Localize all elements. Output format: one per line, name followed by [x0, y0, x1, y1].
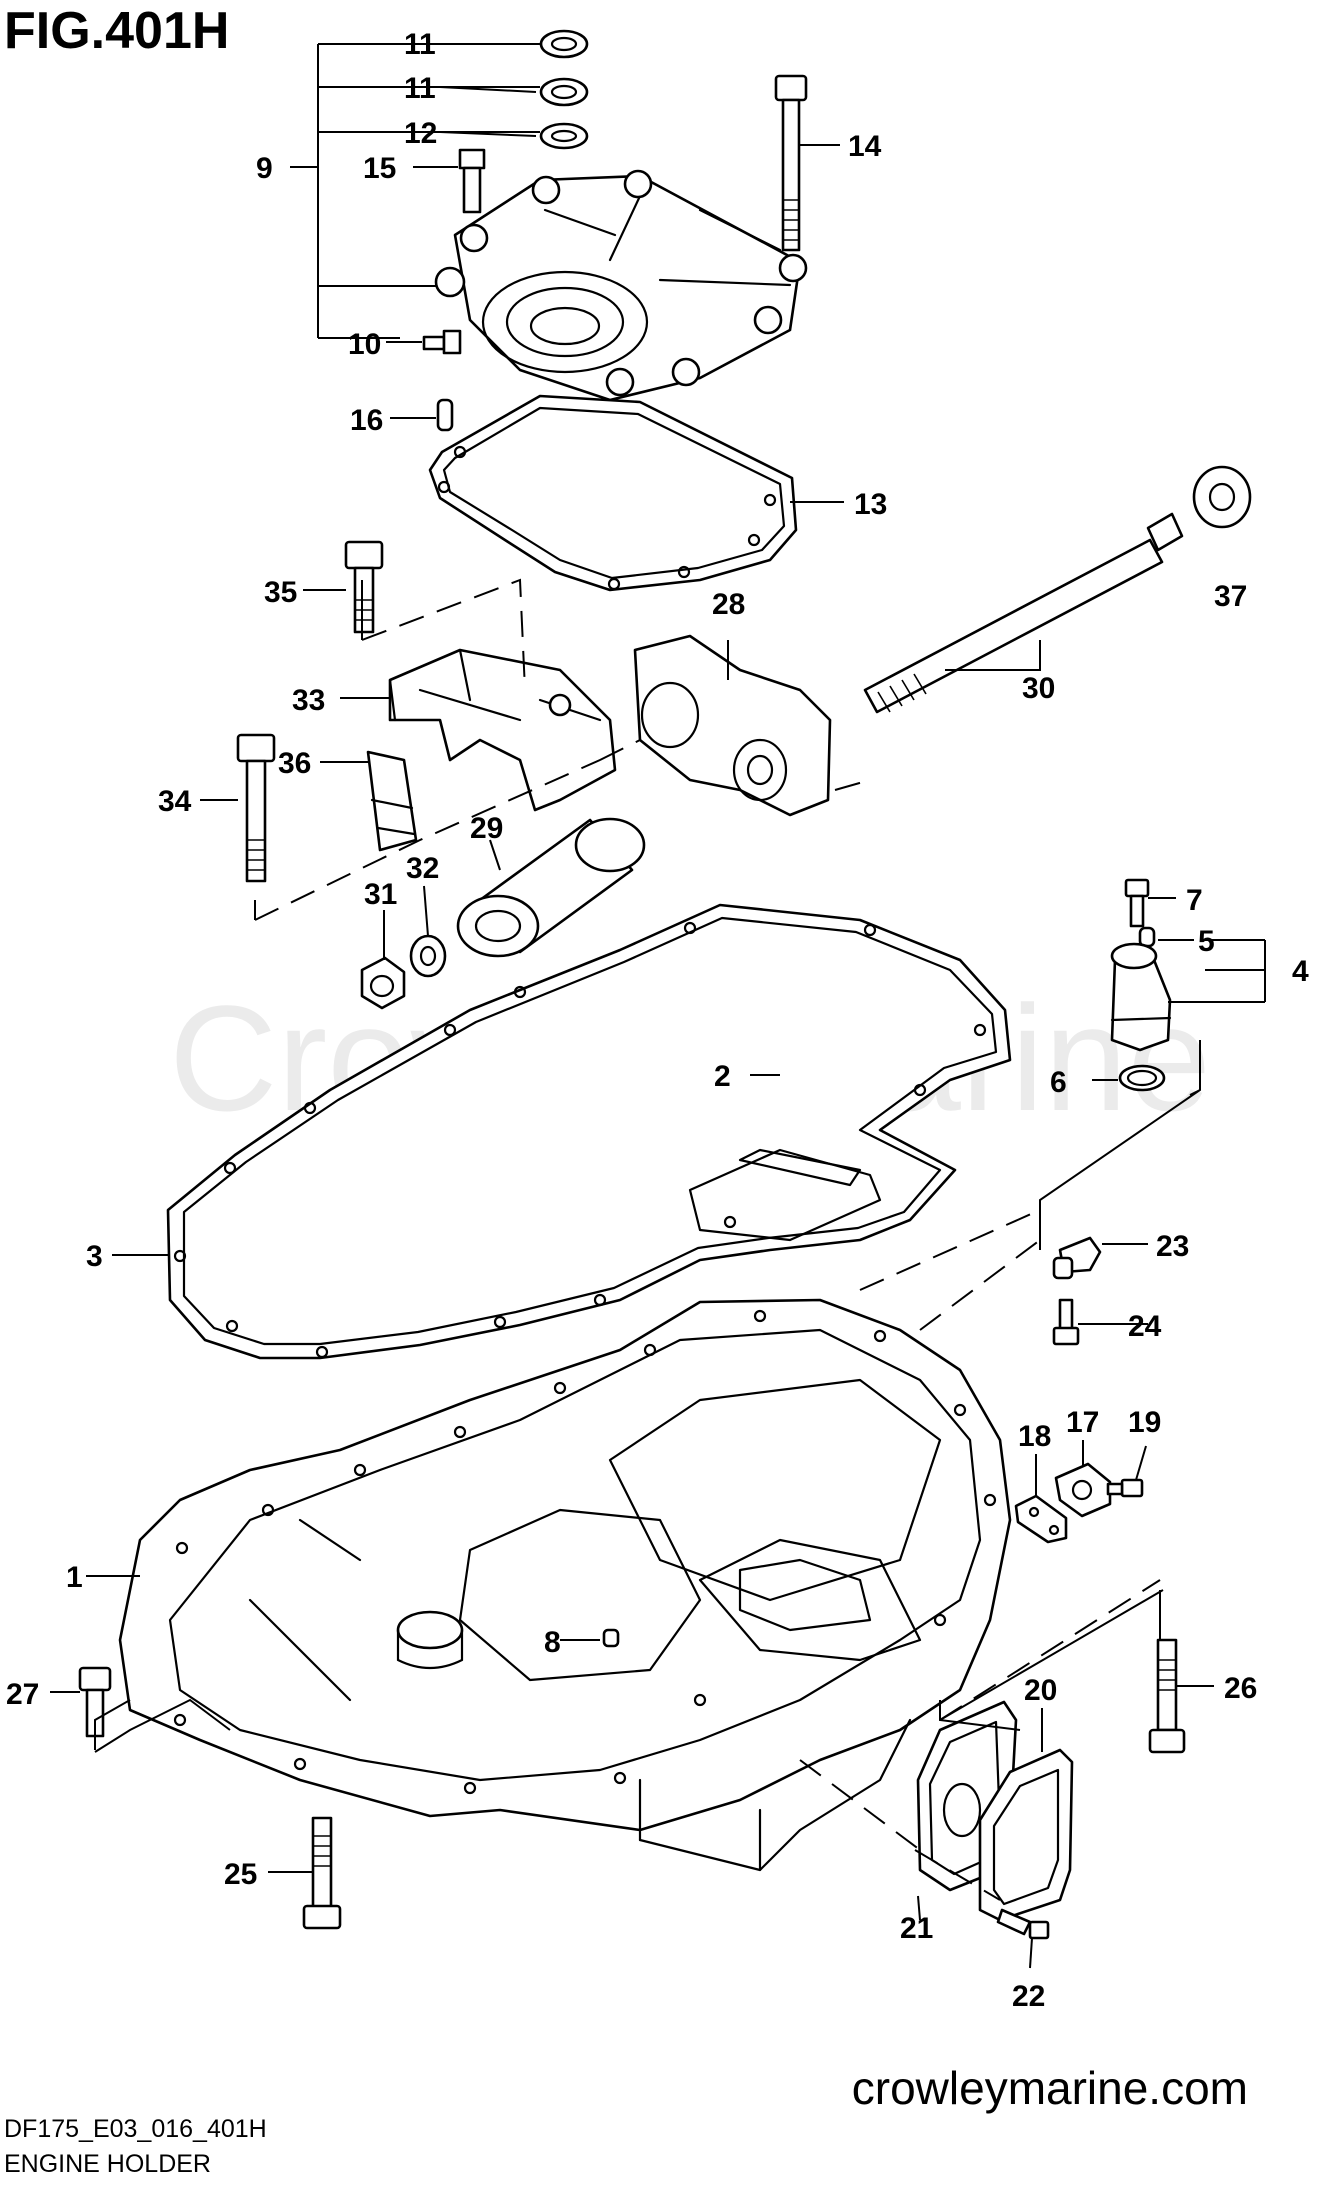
- bolt-26: [1148, 1638, 1186, 1754]
- bolt-15: [458, 148, 486, 214]
- callout-17: 17: [1066, 1406, 1099, 1439]
- callout-23: 23: [1156, 1230, 1189, 1263]
- cap-5: [1138, 926, 1156, 948]
- callout-37: 37: [1214, 580, 1247, 613]
- shaft-bolt-30: [863, 512, 1184, 714]
- callout-4: 4: [1292, 955, 1309, 988]
- callout-16: 16: [350, 404, 383, 437]
- callout-14: 14: [848, 130, 882, 163]
- bracket-9: [290, 43, 540, 339]
- callout-leaders: [50, 43, 1266, 1969]
- plate-36: [366, 750, 418, 852]
- callout-21: 21: [900, 1912, 933, 1945]
- mount-bracket-33: [388, 648, 617, 812]
- callout-18: 18: [1018, 1420, 1051, 1453]
- bolt-14: [774, 74, 808, 252]
- callout-11b: 11: [404, 72, 436, 105]
- bolt-34: [236, 733, 276, 883]
- callout-32: 32: [406, 852, 439, 885]
- cover-gasket-13: [428, 394, 798, 592]
- sensor-17: [1054, 1462, 1112, 1518]
- callout-19: 19: [1128, 1406, 1161, 1439]
- callout-24: 24: [1128, 1310, 1162, 1343]
- callout-22: 22: [1012, 1980, 1045, 2013]
- washer-37: [1192, 465, 1252, 529]
- callout-29: 29: [470, 812, 503, 845]
- callout-34: 34: [158, 785, 192, 818]
- bolt-22: [996, 1908, 1050, 1940]
- bolt-27: [78, 1666, 112, 1738]
- website-text: crowleymarine.com: [852, 2062, 1248, 2114]
- callout-7: 7: [1186, 884, 1203, 917]
- callout-labels: 11 11 12 9 15 14 10 16 13 37 35 28 30 33…: [6, 28, 1309, 2013]
- bolt-35: [344, 540, 384, 634]
- callout-9: 9: [256, 152, 273, 185]
- callout-13: 13: [854, 488, 887, 521]
- bolt-25: [302, 1816, 342, 1930]
- figure-code: DF175_E03_016_401H: [4, 2115, 267, 2143]
- bracket-lines: [94, 580, 1201, 1753]
- callout-26: 26: [1224, 1672, 1257, 1705]
- callout-20: 20: [1024, 1674, 1057, 1707]
- callout-28: 28: [712, 588, 745, 621]
- callout-8: 8: [544, 1626, 561, 1659]
- callout-11a: 11: [404, 28, 436, 61]
- bolt-24: [1052, 1298, 1080, 1346]
- oil-seal-11-upper: [539, 29, 589, 59]
- gasket-18: [1014, 1494, 1068, 1544]
- oil-seal-11-lower: [539, 77, 589, 107]
- callout-6: 6: [1050, 1066, 1067, 1099]
- callout-25: 25: [224, 1858, 257, 1891]
- elbow-fitting-4: [1110, 942, 1172, 1052]
- o-ring-6: [1118, 1064, 1166, 1092]
- fitting-10: [422, 329, 462, 355]
- bolt-19: [1106, 1478, 1144, 1498]
- dowel-pin-16: [436, 398, 454, 432]
- nut-31: [360, 956, 406, 1010]
- bolt-7: [1124, 878, 1150, 928]
- mount-block-28: [633, 634, 832, 817]
- seal-12: [539, 122, 589, 150]
- figure-name: ENGINE HOLDER: [4, 2150, 211, 2178]
- callout-12: 12: [404, 117, 437, 150]
- callout-3: 3: [86, 1240, 103, 1273]
- callout-30: 30: [1022, 672, 1055, 705]
- callout-35: 35: [264, 576, 297, 609]
- assembly-guides: [254, 578, 1161, 1901]
- large-gasket-3: [166, 903, 1012, 1360]
- rubber-bushing-29: [456, 817, 646, 958]
- callout-33: 33: [292, 684, 325, 717]
- engine-holder-1: [118, 1298, 1012, 1872]
- washer-32: [409, 934, 447, 978]
- cover-20: [978, 1748, 1074, 1922]
- figure-title: FIG.401H: [4, 2, 229, 60]
- top-cover-plate: [434, 169, 808, 402]
- callout-36: 36: [278, 747, 311, 780]
- callout-5: 5: [1198, 925, 1215, 958]
- callout-2: 2: [714, 1060, 731, 1093]
- callout-15: 15: [363, 152, 396, 185]
- callout-31: 31: [364, 878, 397, 911]
- callout-1: 1: [66, 1561, 83, 1594]
- fitting-23: [1052, 1236, 1102, 1280]
- callout-10: 10: [348, 328, 381, 361]
- callout-27: 27: [6, 1678, 39, 1711]
